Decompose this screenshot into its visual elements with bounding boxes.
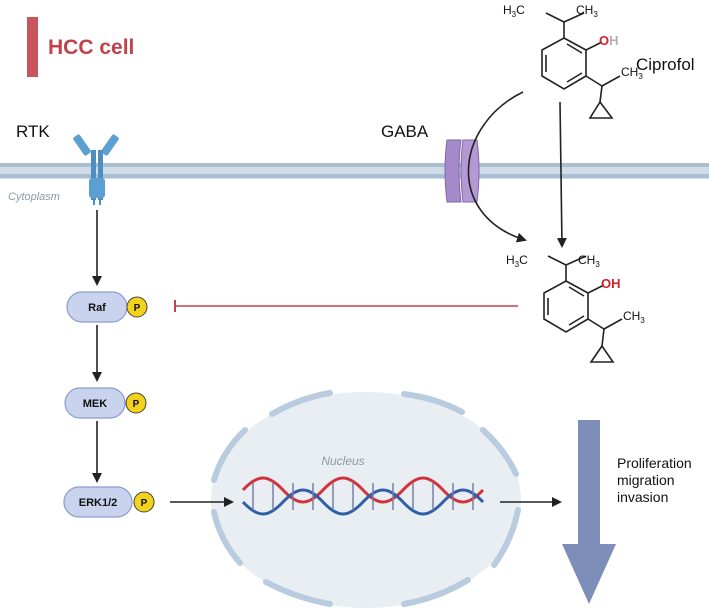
- ch3-c-top-2: CH: [621, 65, 638, 79]
- svg-text:CH3: CH3: [623, 309, 645, 325]
- cell-type-title: HCC cell: [48, 36, 134, 59]
- h3c-c-top: C: [516, 3, 525, 17]
- ch3-c-bottom-2: CH: [623, 309, 640, 323]
- raf-node: Raf P: [66, 291, 148, 323]
- inhibition-line: [174, 300, 518, 312]
- ch3-sub-bottom-2: 3: [640, 316, 645, 325]
- ciprofol-molecule-bottom: H3C CH3 OH CH3: [506, 253, 645, 363]
- oh-o-top: O: [599, 33, 609, 48]
- mek-node: MEK P: [64, 387, 147, 419]
- rtk-receptor-icon: [73, 134, 119, 205]
- h3c-h-bottom: H: [506, 253, 515, 267]
- gaba-label: GABA: [381, 122, 429, 141]
- h3c-sub-top: 3: [512, 10, 517, 19]
- raf-label: Raf: [88, 302, 106, 314]
- oh-o-bottom: O: [601, 276, 611, 291]
- svg-text:CH3: CH3: [576, 3, 598, 19]
- ch3-sub-bottom: 3: [595, 260, 600, 269]
- svg-text:H3C: H3C: [506, 253, 528, 269]
- erk-phospho-badge: [133, 491, 155, 513]
- svg-text:H3C: H3C: [503, 3, 525, 19]
- outcome-migration: migration: [617, 472, 675, 488]
- raf-phospho-badge: [126, 296, 148, 318]
- erk-node: ERK1/2 P: [63, 486, 155, 518]
- h3c-h-top: H: [503, 3, 512, 17]
- ciprofol-molecule-top: H3C CH3 OH CH3: [503, 3, 643, 119]
- cytoplasm-label: Cytoplasm: [8, 191, 60, 203]
- oh-h-top: H: [609, 33, 618, 48]
- mek-phospho-label: P: [133, 399, 140, 410]
- mek-label: MEK: [83, 398, 108, 410]
- erk-phospho-label: P: [141, 498, 148, 509]
- gaba-channel-icon: [444, 139, 480, 203]
- h3c-c-bottom: C: [519, 253, 528, 267]
- header-accent-bar: [27, 17, 38, 77]
- arrow-ciprofol-direct: [556, 101, 567, 248]
- h3c-sub-bottom: 3: [515, 260, 520, 269]
- ch3-c-top: CH: [576, 3, 593, 17]
- svg-text:CH3: CH3: [578, 253, 600, 269]
- mek-phospho-badge: [125, 392, 147, 414]
- cell-membrane: [0, 163, 709, 179]
- outcome-proliferation: Proliferation: [617, 455, 692, 471]
- erk-label: ERK1/2: [79, 497, 118, 509]
- svg-text:OH: OH: [599, 33, 619, 48]
- dna-helix-icon: [241, 476, 485, 516]
- arrow-ciprofol-via-gaba: [467, 91, 527, 243]
- ch3-sub-top: 3: [593, 10, 598, 19]
- decrease-arrow-icon: [562, 420, 616, 604]
- ch3-c-bottom: CH: [578, 253, 595, 267]
- rtk-label: RTK: [16, 122, 50, 141]
- raf-phospho-label: P: [134, 303, 141, 314]
- ciprofol-label: Ciprofol: [636, 55, 695, 74]
- svg-text:OH: OH: [601, 276, 621, 291]
- outcome-invasion: invasion: [617, 489, 668, 505]
- ch3-sub-top-2: 3: [638, 72, 643, 81]
- svg-text:CH3: CH3: [621, 65, 643, 81]
- nucleus-label: Nucleus: [321, 454, 364, 468]
- oh-h-bottom: H: [611, 276, 620, 291]
